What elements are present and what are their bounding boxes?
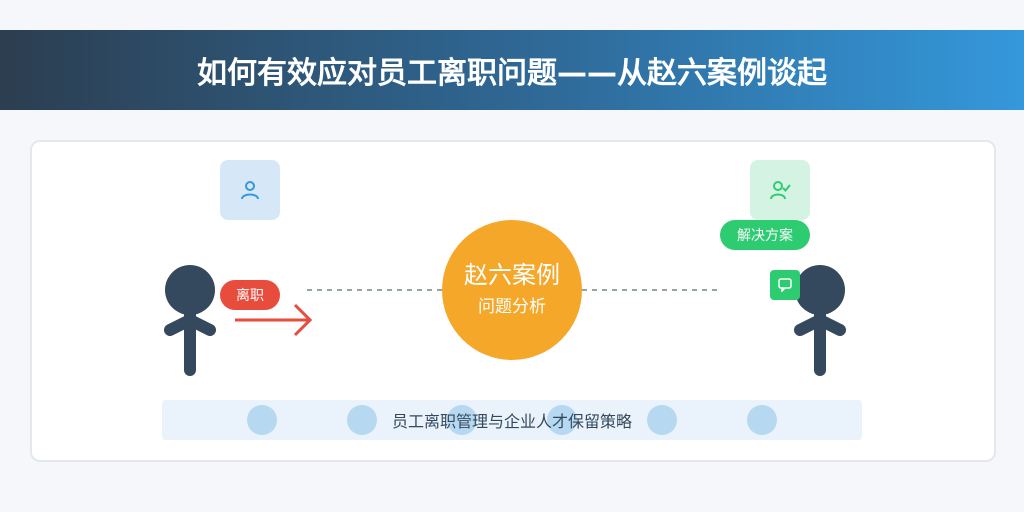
solution-badge: 解决方案 [720, 220, 810, 250]
footer-dot [247, 405, 277, 435]
footer-dot [647, 405, 677, 435]
user-check-icon [770, 181, 791, 200]
user-icon [241, 181, 259, 200]
left-person-figure [164, 265, 216, 376]
footer-dot [547, 405, 577, 435]
footer-dot [747, 405, 777, 435]
left-icon-box [220, 160, 280, 220]
right-icon-box [750, 160, 810, 220]
header-banner: 如何有效应对员工离职问题——从赵六案例谈起 [0, 30, 1024, 110]
page-title: 如何有效应对员工离职问题——从赵六案例谈起 [197, 56, 827, 91]
chat-icon [778, 278, 792, 292]
footer-dot [347, 405, 377, 435]
case-subtitle: 问题分析 [478, 297, 546, 317]
small-green-box [770, 270, 800, 300]
resign-label: 离职 [236, 288, 264, 304]
footer-caption: 员工离职管理与企业人才保留策略 [162, 400, 862, 440]
right-person-figure [794, 265, 846, 376]
footer-bar [162, 400, 862, 440]
case-circle: 赵六案例 问题分析 [442, 220, 582, 360]
footer-text: 员工离职管理与企业人才保留策略 [391, 412, 632, 431]
solution-label: 解决方案 [737, 228, 793, 244]
leave-arrow [235, 303, 313, 337]
resign-badge: 离职 [220, 280, 280, 310]
case-title: 赵六案例 [464, 261, 560, 289]
footer-dot [447, 405, 477, 435]
